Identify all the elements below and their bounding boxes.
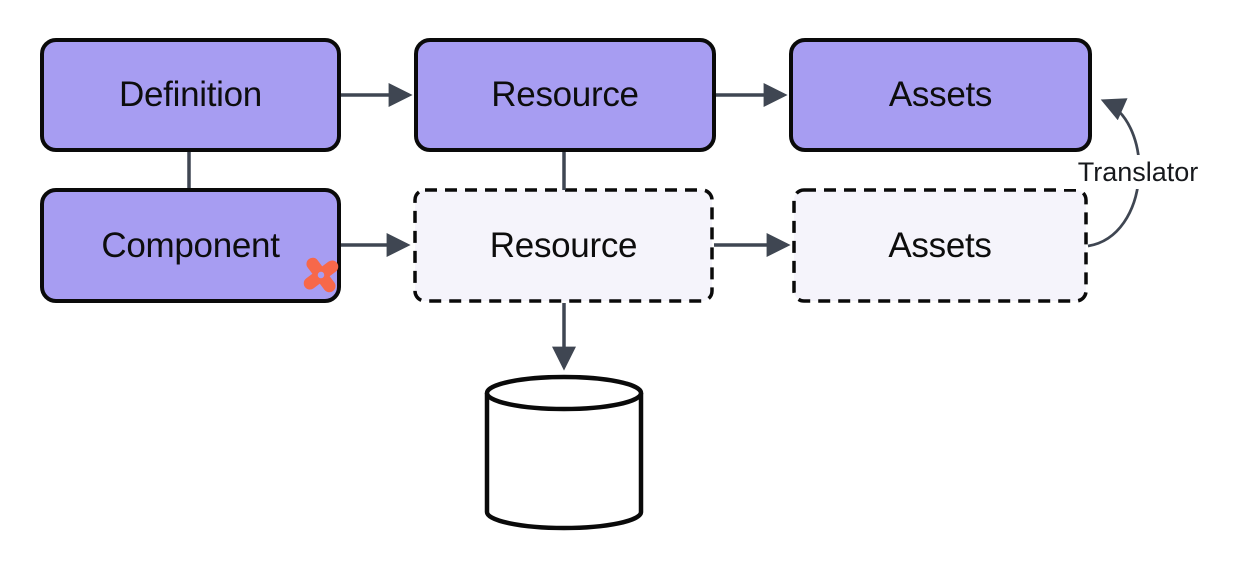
node-definition: Definition bbox=[40, 38, 341, 152]
node-resource-generated-label: Resource bbox=[489, 225, 638, 265]
resource-generated-frame bbox=[413, 188, 714, 303]
dioxus-logo-icon bbox=[303, 257, 339, 293]
node-assets-generated-label: Assets bbox=[888, 225, 992, 265]
node-assets-top: Assets bbox=[789, 38, 1092, 152]
node-component-label: Component bbox=[101, 225, 280, 265]
database-cylinder bbox=[484, 374, 644, 531]
node-resource-top: Resource bbox=[414, 38, 716, 152]
node-resource-generated: Resource bbox=[413, 188, 714, 303]
translator-edge-label: Translator bbox=[1056, 155, 1220, 189]
node-resource-top-label: Resource bbox=[491, 75, 639, 114]
node-assets-generated: Assets bbox=[792, 188, 1088, 303]
node-component: Component bbox=[40, 188, 341, 303]
node-definition-label: Definition bbox=[119, 75, 262, 114]
node-assets-top-label: Assets bbox=[888, 75, 993, 114]
assets-generated-frame bbox=[792, 188, 1088, 303]
